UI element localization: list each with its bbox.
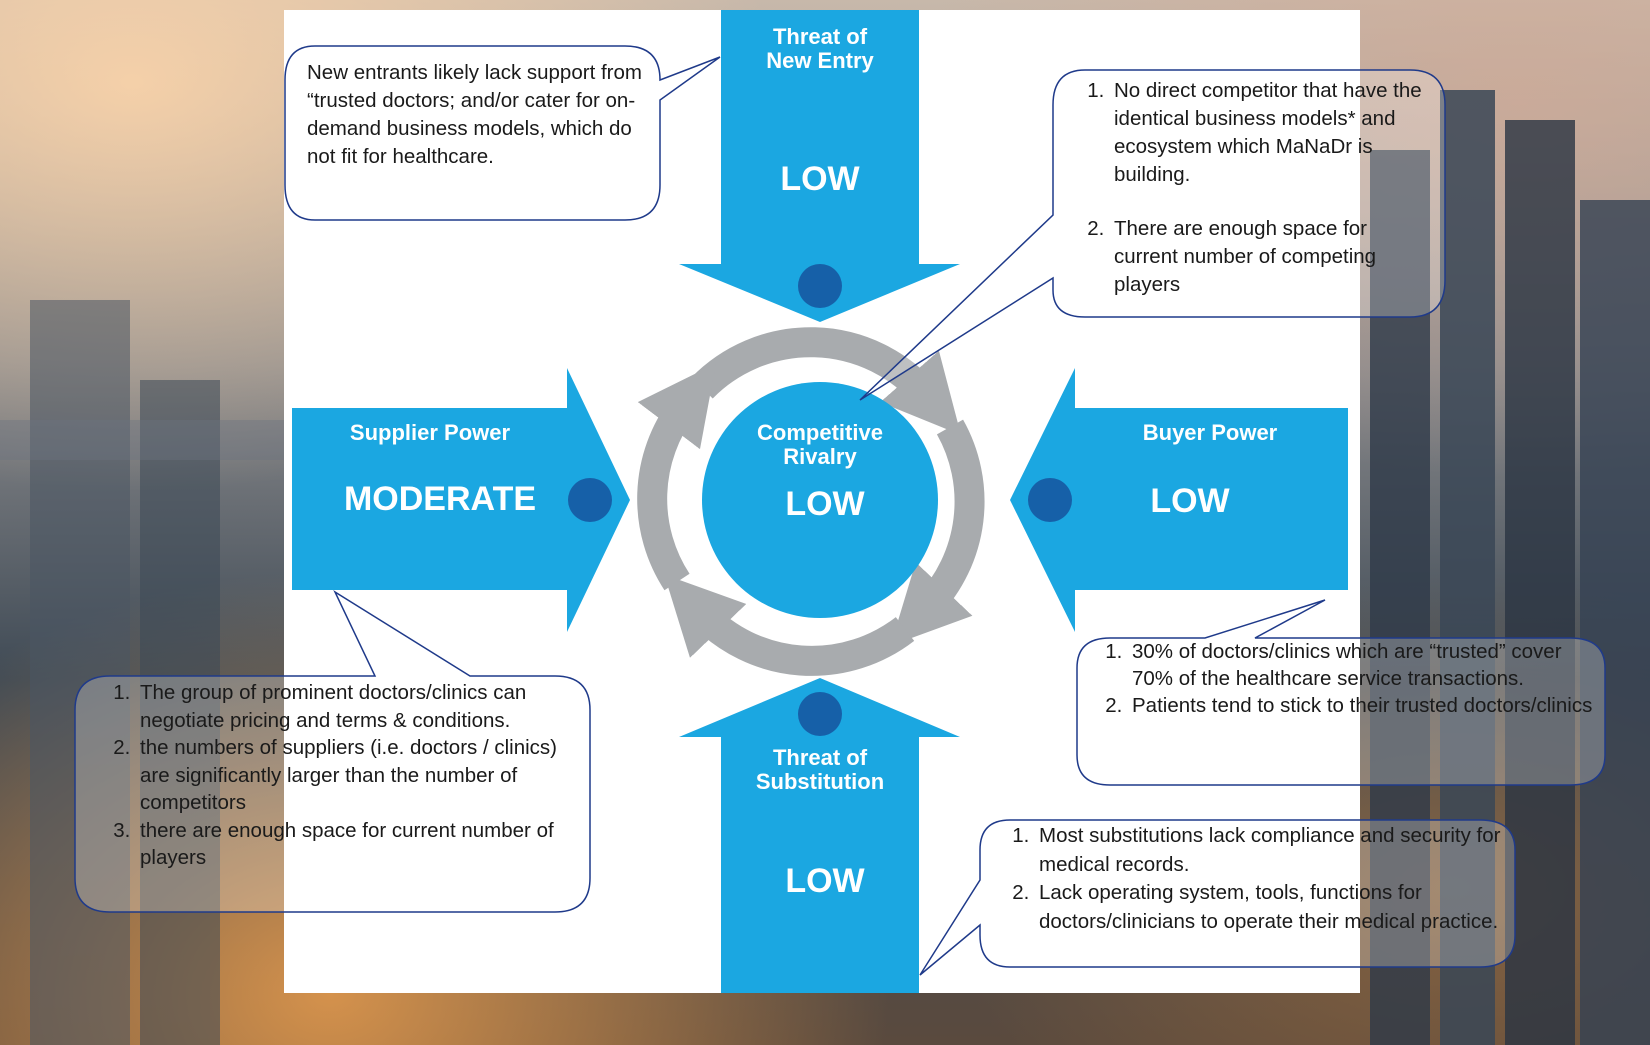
callout-rivalry-item: No direct competitor that have the ident… xyxy=(1110,77,1430,189)
substitution-title-line2: Substitution xyxy=(755,769,885,794)
rivalry-title: Competitive Rivalry xyxy=(735,421,905,469)
callout-substitution-item: Most substitutions lack compliance and s… xyxy=(1035,822,1505,879)
callout-buyer-item: Patients tend to stick to their trusted … xyxy=(1128,692,1598,719)
callout-rivalry: No direct competitor that have the ident… xyxy=(1070,77,1430,299)
callout-buyer-item: 30% of doctors/clinics which are “truste… xyxy=(1128,638,1598,692)
callout-substitution-bubble xyxy=(919,819,1516,976)
supplier-title: Supplier Power xyxy=(349,420,511,445)
substitution-level: LOW xyxy=(785,862,865,900)
callout-supplier-bubble xyxy=(74,590,591,913)
callout-substitution: Most substitutions lack compliance and s… xyxy=(995,822,1505,936)
rivalry-cycle-ring xyxy=(637,327,985,676)
substitution-dot xyxy=(798,692,842,736)
rivalry-title-line2: Rivalry xyxy=(783,444,857,469)
substitution-title: Threat of Substitution xyxy=(740,746,900,794)
callout-rivalry-item: There are enough space for current numbe… xyxy=(1110,215,1430,299)
callout-new-entry-text: New entrants likely lack support from “t… xyxy=(307,61,642,168)
rivalry-title-line1: Competitive xyxy=(757,420,883,445)
callout-supplier-item: there are enough space for current numbe… xyxy=(136,817,581,872)
rivalry-center-circle xyxy=(702,382,938,618)
substitution-arrow xyxy=(679,678,960,993)
new-entry-title-line2: New Entry xyxy=(766,48,874,73)
buyer-title: Buyer Power xyxy=(1142,420,1278,445)
supplier-level: MODERATE xyxy=(343,480,537,518)
buyer-dot xyxy=(1028,478,1072,522)
buyer-level: LOW xyxy=(1150,482,1230,520)
new-entry-level: LOW xyxy=(780,160,860,198)
buyer-arrow xyxy=(1010,368,1348,632)
callout-substitution-item: Lack operating system, tools, functions … xyxy=(1035,879,1505,936)
rivalry-level: LOW xyxy=(785,485,865,523)
new-entry-title-line1: Threat of xyxy=(772,24,868,49)
substitution-title-line1: Threat of xyxy=(772,745,868,770)
supplier-arrow xyxy=(292,368,630,632)
callout-buyer: 30% of doctors/clinics which are “truste… xyxy=(1088,638,1598,719)
callout-supplier-item: The group of prominent doctors/clinics c… xyxy=(136,679,581,734)
callout-supplier-item: the numbers of suppliers (i.e. doctors /… xyxy=(136,734,581,817)
callout-buyer-bubble xyxy=(1076,599,1606,786)
callout-new-entry-bubble xyxy=(284,45,721,221)
new-entry-title: Threat of New Entry xyxy=(740,25,900,73)
supplier-dot xyxy=(568,478,612,522)
callout-new-entry: New entrants likely lack support from “t… xyxy=(307,59,642,171)
new-entry-arrow xyxy=(679,10,960,322)
callout-rivalry-bubble xyxy=(859,69,1446,401)
new-entry-dot xyxy=(798,264,842,308)
callout-supplier: The group of prominent doctors/clinics c… xyxy=(96,679,581,872)
